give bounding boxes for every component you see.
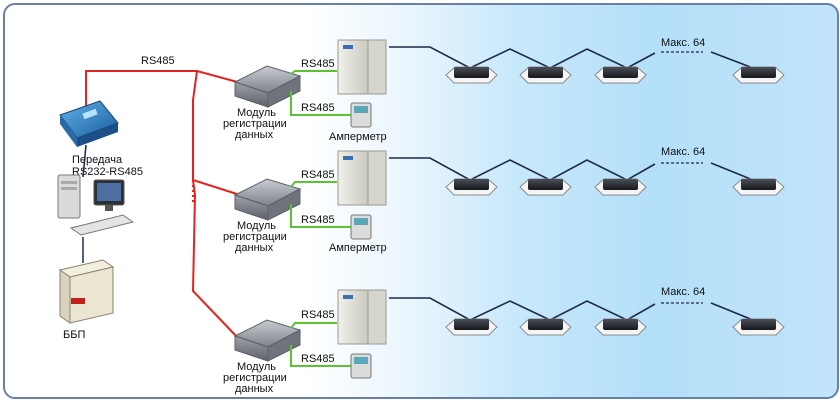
converter-icon — [59, 100, 119, 147]
module-caption-line3: данных — [235, 242, 274, 254]
system-row-1: Модуль регистрации данных RS485 RS485 Ам… — [223, 37, 785, 143]
green-link — [290, 181, 337, 188]
ups-caption: ББП — [63, 329, 85, 341]
ammeter-icon — [350, 353, 372, 379]
indoor-bus — [389, 46, 656, 69]
indoor-bus — [389, 297, 656, 321]
network-diagram: RS485 Передача RS232-RS485 ББП Модуль ре… — [57, 37, 785, 395]
max-units-label: Макс. 64 — [661, 146, 705, 158]
ammeter-icon — [350, 102, 372, 128]
ups-icon — [58, 259, 115, 324]
module-caption-line2: регистрации — [223, 118, 287, 130]
cassette-indoor-unit-icon — [594, 66, 647, 84]
rs485-label: RS485 — [301, 102, 335, 114]
module-caption-line2: регистрации — [223, 231, 287, 243]
green-link — [290, 70, 337, 75]
cassette-indoor-unit-icon — [519, 318, 572, 336]
module-caption-line3: данных — [235, 383, 274, 395]
cassette-indoor-unit-icon — [732, 318, 785, 336]
outdoor-unit-icon — [337, 150, 387, 206]
max-units-label: Макс. 64 — [661, 286, 705, 298]
cassette-indoor-unit-icon — [732, 66, 785, 84]
outdoor-unit-icon — [337, 39, 387, 95]
indoor-bus — [710, 51, 754, 69]
green-link — [290, 322, 337, 329]
rs485-bus — [85, 70, 242, 339]
cassette-indoor-unit-icon — [594, 178, 647, 196]
diagram-frame: RS485 Передача RS232-RS485 ББП Модуль ре… — [3, 3, 839, 399]
ammeter-caption: Амперметр — [329, 242, 387, 254]
converter-caption-1: Передача — [72, 154, 123, 166]
data-module-icon — [233, 65, 302, 108]
data-module-icon — [233, 319, 302, 362]
green-link — [290, 204, 352, 228]
rs485-label: RS485 — [301, 214, 335, 226]
rs485-label: RS485 — [301, 58, 335, 70]
converter-caption-2: RS232-RS485 — [72, 166, 143, 178]
indoor-bus — [710, 302, 754, 321]
outdoor-unit-icon — [337, 289, 387, 345]
indoor-bus — [710, 162, 754, 181]
cassette-indoor-unit-icon — [732, 178, 785, 196]
green-link — [290, 345, 352, 367]
rs485-label: RS485 — [301, 353, 335, 365]
module-caption-line3: данных — [235, 129, 274, 141]
module-caption-line1: Модуль — [237, 107, 276, 119]
indoor-bus — [389, 157, 656, 181]
rs485-label: RS485 — [301, 169, 335, 181]
green-link — [290, 91, 352, 116]
rs485-top-label: RS485 — [141, 55, 175, 67]
rs485-label: RS485 — [301, 309, 335, 321]
ammeter-caption: Амперметр — [329, 131, 387, 143]
cassette-indoor-unit-icon — [445, 318, 498, 336]
converter-pc-link — [82, 144, 87, 178]
cassette-indoor-unit-icon — [594, 318, 647, 336]
system-row-2: Модуль регистрации данных RS485 RS485 Ам… — [223, 146, 785, 254]
cassette-indoor-unit-icon — [445, 66, 498, 84]
cassette-indoor-unit-icon — [519, 178, 572, 196]
cassette-indoor-unit-icon — [445, 178, 498, 196]
data-module-icon — [233, 178, 302, 221]
module-caption-line2: регистрации — [223, 372, 287, 384]
max-units-label: Макс. 64 — [661, 37, 705, 49]
computer-icon — [57, 174, 135, 236]
system-row-3: Модуль регистрации данных RS485 RS485 Ма… — [223, 286, 785, 395]
ammeter-icon — [350, 214, 372, 240]
module-caption-line1: Модуль — [237, 220, 276, 232]
module-caption-line1: Модуль — [237, 361, 276, 373]
cassette-indoor-unit-icon — [519, 66, 572, 84]
